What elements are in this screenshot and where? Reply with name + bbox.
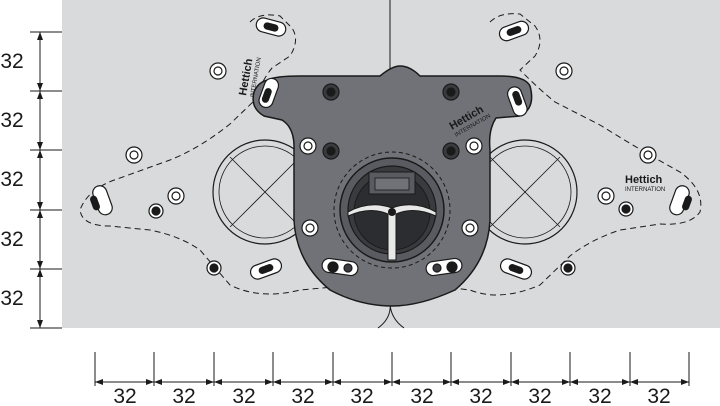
center-mechanism <box>333 151 451 269</box>
vertical-dimension-label: 32 <box>0 50 23 73</box>
right-plate-outline <box>429 13 702 296</box>
right-brand-mark: Hettich INTERNATION <box>625 174 665 193</box>
plate-screws <box>299 83 483 237</box>
horizontal-dimension-label: 32 <box>647 385 670 406</box>
vertical-dimension-label: 32 <box>0 287 23 310</box>
horizontal-dimension-arrows <box>95 379 689 385</box>
horizontal-dimension-label: 32 <box>232 385 255 406</box>
vertical-dimension-labels: 32 32 32 32 32 <box>0 50 23 310</box>
right-brand-name: Hettich <box>625 174 663 186</box>
right-brand-subtitle: INTERNATION <box>625 187 665 193</box>
horizontal-dimension-label: 32 <box>291 385 314 406</box>
horizontal-dimension-label: 32 <box>588 385 611 406</box>
vertical-dimension-lines <box>30 31 62 329</box>
vertical-dimension-label: 32 <box>0 228 23 251</box>
right-cup-circle <box>472 139 578 245</box>
horizontal-dimension-label: 32 <box>410 385 433 406</box>
horizontal-dimension-label: 32 <box>350 385 373 406</box>
horizontal-dimension-labels: 32 32 32 32 32 32 32 32 32 32 <box>113 385 670 406</box>
right-outline-holes <box>498 20 692 280</box>
vertical-dimension-arrows <box>37 32 43 328</box>
horizontal-dimension-label: 32 <box>113 385 136 406</box>
horizontal-dimension-label: 32 <box>172 385 195 406</box>
vertical-dimension-label: 32 <box>0 168 23 191</box>
vertical-dimension-label: 32 <box>0 109 23 132</box>
left-outline-holes <box>90 17 287 280</box>
horizontal-dimension-label: 32 <box>469 385 492 406</box>
horizontal-dimension-lines <box>94 352 690 386</box>
left-plate-outline <box>79 14 356 295</box>
horizontal-dimension-label: 32 <box>528 385 551 406</box>
plate-slots <box>258 77 528 277</box>
